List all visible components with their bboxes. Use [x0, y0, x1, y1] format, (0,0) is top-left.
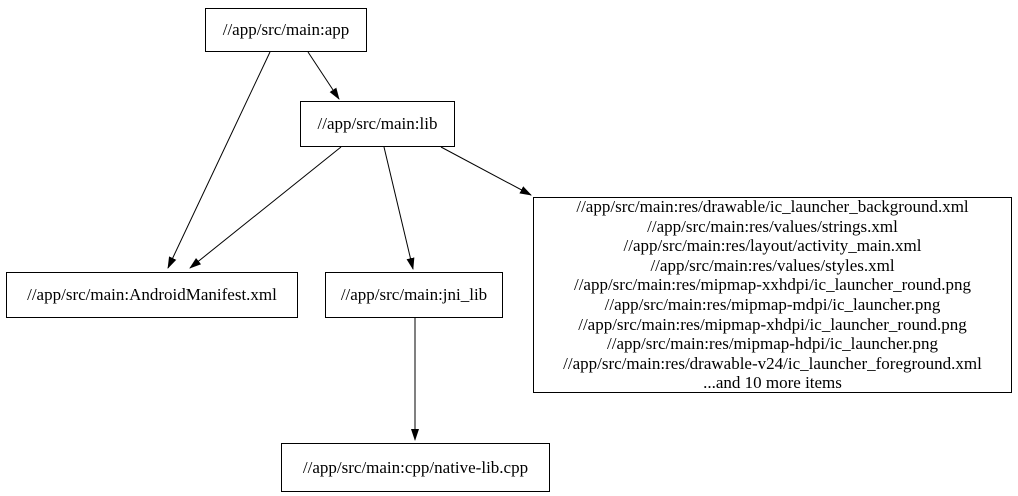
edge-app-to-manifest: [167, 51, 271, 269]
resources-line: //app/src/main:res/mipmap-xxhdpi/ic_laun…: [573, 275, 972, 295]
node-app-label: //app/src/main:app: [222, 20, 350, 40]
graph-node-lib: //app/src/main:lib: [300, 101, 455, 147]
edge-lib-to-resources: [440, 146, 532, 196]
resources-line: //app/src/main:res/mipmap-mdpi/ic_launch…: [604, 295, 941, 314]
resources-line: //app/src/main:res/values/styles.xml: [650, 255, 895, 275]
edge-lib-to-manifest: [189, 146, 342, 269]
resources-line: //app/src/main:res/layout/activity_main.…: [623, 236, 922, 256]
graph-node-jni-lib: //app/src/main:jni_lib: [325, 272, 503, 318]
resources-line: //app/src/main:res/drawable/ic_launcher_…: [576, 197, 969, 217]
node-lib-label: //app/src/main:lib: [317, 114, 438, 134]
edge-app-to-lib: [307, 51, 340, 100]
graph-node-native-cpp: //app/src/main:cpp/native-lib.cpp: [281, 443, 550, 492]
graph-node-app: //app/src/main:app: [205, 8, 367, 52]
resources-line: //app/src/main:res/mipmap-hdpi/ic_launch…: [607, 334, 938, 354]
resources-line: //app/src/main:res/values/strings.xml: [647, 216, 898, 236]
node-manifest-label: //app/src/main:AndroidManifest.xml: [27, 285, 277, 305]
resources-more-items: ...and 10 more items: [703, 373, 842, 393]
graph-node-resources: //app/src/main:res/drawable/ic_launcher_…: [533, 197, 1012, 393]
node-native-cpp-label: //app/src/main:cpp/native-lib.cpp: [302, 457, 529, 477]
edge-lib-to-jni-lib: [383, 146, 415, 270]
graph-node-android-manifest: //app/src/main:AndroidManifest.xml: [6, 272, 298, 318]
resources-line: //app/src/main:res/drawable-v24/ic_launc…: [563, 353, 982, 373]
resources-line: //app/src/main:res/mipmap-xhdpi/ic_launc…: [578, 314, 967, 334]
node-jni-lib-label: //app/src/main:jni_lib: [340, 285, 488, 305]
